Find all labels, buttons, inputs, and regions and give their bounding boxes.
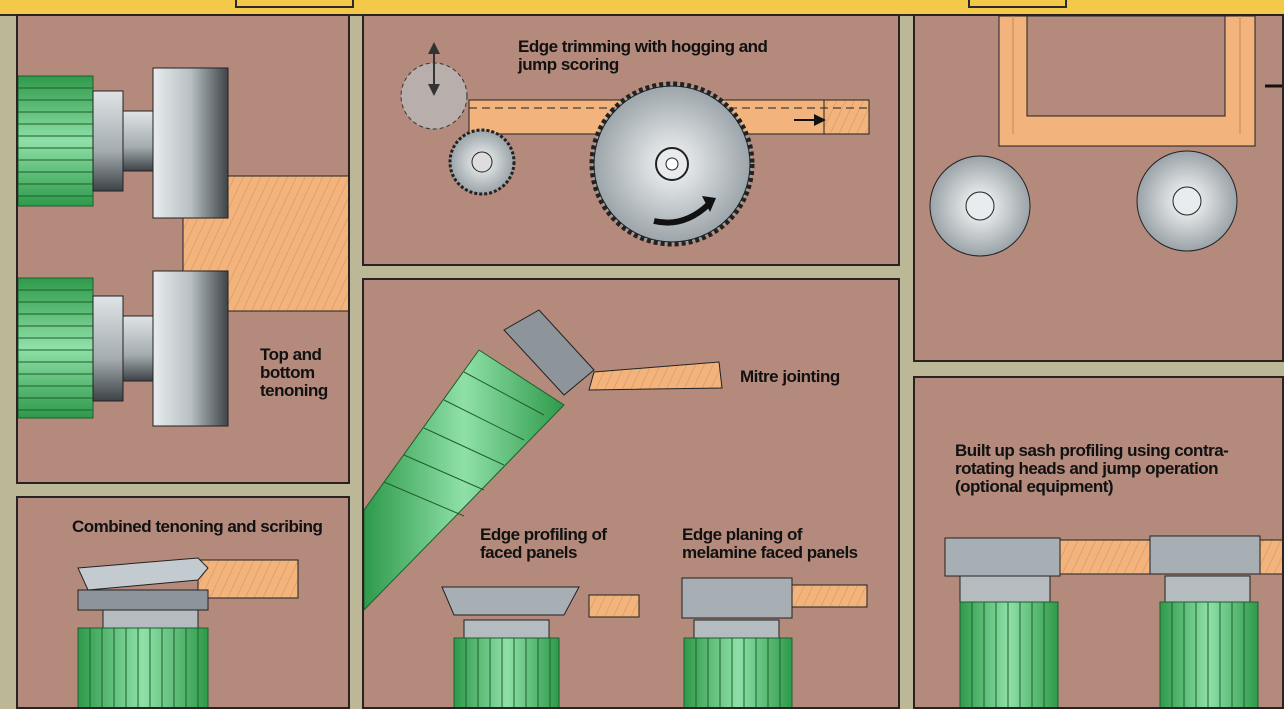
label-edge-planing: Edge planing of melamine faced panels: [682, 526, 858, 562]
label-edge-trimming: Edge trimming with hogging and jump scor…: [518, 38, 767, 74]
lower-motor: [18, 278, 93, 418]
panel-sash-profiling: Built up sash profiling using contra- ro…: [913, 376, 1284, 709]
header-tab-right: [968, 0, 1067, 8]
frame-illustration: [915, 16, 1284, 362]
upper-cutter-head: [153, 68, 228, 218]
sash-illustration: [915, 378, 1284, 709]
tenoning-illustration: [18, 16, 350, 484]
panel-top-bottom-tenoning: Top and bottom tenoning: [16, 14, 350, 484]
label-top-bottom-tenoning: Top and bottom tenoning: [260, 346, 328, 400]
mitre-motor: [364, 350, 564, 610]
panel-mitre-edge: Mitre jointing Edge profiling of faced p…: [362, 278, 900, 709]
sash-left-motor: [960, 602, 1058, 709]
label-combined-tenoning: Combined tenoning and scribing: [72, 518, 322, 536]
panel-combined-tenoning: Combined tenoning and scribing: [16, 496, 350, 709]
label-sash-profiling: Built up sash profiling using contra- ro…: [955, 442, 1228, 496]
header-tab-left: [235, 0, 354, 8]
label-edge-profiling: Edge profiling of faced panels: [480, 526, 607, 562]
panel-edge-trimming: Edge trimming with hogging and jump scor…: [362, 14, 900, 266]
mitre-edge-illustration: [364, 280, 900, 709]
upper-motor: [18, 76, 93, 206]
sash-right-motor: [1160, 602, 1258, 709]
panel-frame-profiling: [913, 14, 1284, 362]
lower-cutter-head: [153, 271, 228, 426]
label-mitre-jointing: Mitre jointing: [740, 368, 840, 386]
